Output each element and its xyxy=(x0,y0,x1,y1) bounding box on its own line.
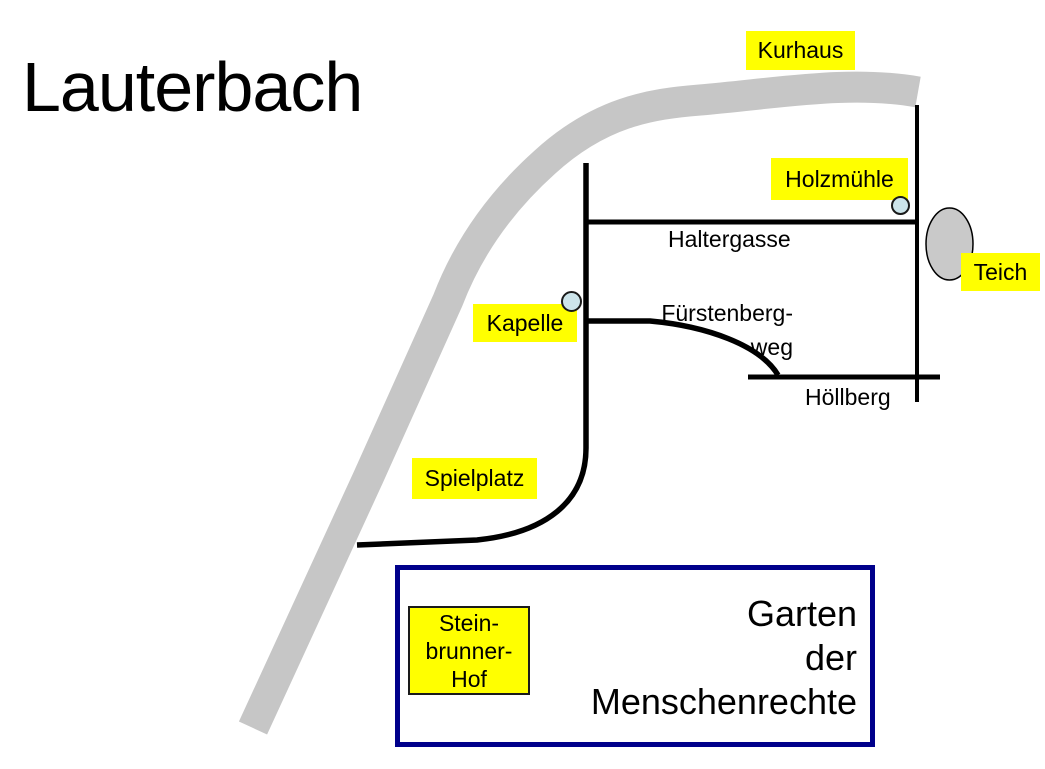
main-road xyxy=(238,71,921,735)
street-label-fuerstenberg-line2: weg xyxy=(750,334,793,360)
place-label-teich: Teich xyxy=(961,253,1040,291)
street-label-fuerstenbergweg: Fürstenberg- weg xyxy=(661,296,793,364)
garten-title-line1: Garten xyxy=(746,593,857,634)
garten-der-menschenrechte-box: Garten der Menschenrechte xyxy=(395,565,875,747)
place-label-spielplatz: Spielplatz xyxy=(412,458,537,499)
steinbrunner-line2: brunner- xyxy=(425,637,513,664)
garten-title-line2: der xyxy=(804,637,857,678)
street-fuerstenbergweg-curve xyxy=(587,318,781,377)
street-label-haltergasse: Haltergasse xyxy=(668,226,791,252)
place-label-holzmuehle: Holzmühle xyxy=(771,158,908,200)
place-label-kurhaus: Kurhaus xyxy=(746,31,855,70)
street-label-fuerstenberg-line1: Fürstenberg- xyxy=(661,300,793,326)
steinbrunner-line1: Stein- xyxy=(438,609,500,636)
place-label-kapelle: Kapelle xyxy=(473,304,577,342)
steinbrunner-line3: Hof xyxy=(451,665,487,692)
page-title: Lauterbach xyxy=(22,48,363,126)
garten-box-title: Garten der Menschenrechte xyxy=(591,592,857,724)
holzmuehle-marker-icon xyxy=(891,196,910,215)
street-label-hoellberg: Höllberg xyxy=(805,384,891,410)
kapelle-marker-icon xyxy=(561,291,582,312)
street-left-vertical-spielplatz-curve xyxy=(356,163,589,548)
place-label-steinbrunner-hof: Stein- brunner- Hof xyxy=(408,606,530,695)
garten-title-line3: Menschenrechte xyxy=(590,681,857,722)
